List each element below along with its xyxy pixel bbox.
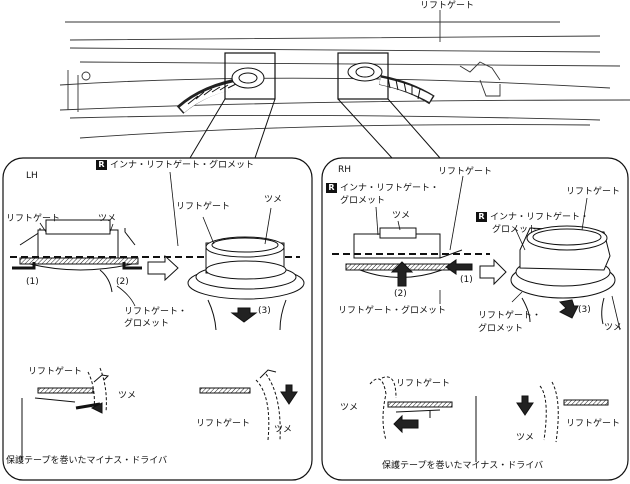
lh-detail-liftgate-label: リフトゲート bbox=[28, 367, 83, 377]
lh-liftgate-left-label: リフトゲート bbox=[6, 214, 61, 224]
rh-driver-label: 保護テープを巻いたマイナス・ドライバ bbox=[382, 461, 544, 471]
rh-step2-label: (2) bbox=[394, 289, 407, 299]
rh-panel-frame bbox=[321, 157, 629, 481]
lh-step1-label: (1) bbox=[26, 277, 39, 287]
rh-right-liftgate-label: リフトゲート bbox=[566, 187, 621, 197]
rh-leaders bbox=[375, 175, 621, 331]
lh-grommet-label-2: グロメット bbox=[124, 319, 170, 329]
rh-step1-label: (1) bbox=[460, 275, 473, 285]
rh-detail2-liftgate-label: リフトゲート bbox=[566, 419, 621, 429]
rh-right-inner-text-1: インナ・リフトゲート・ bbox=[490, 212, 590, 223]
lh-panel-frame bbox=[2, 157, 313, 481]
lh-detail-2 bbox=[199, 369, 298, 441]
zoom-leader-left bbox=[189, 98, 276, 159]
rh-liftgate-top-label: リフトゲート bbox=[438, 167, 493, 177]
liftgate-overview bbox=[59, 10, 630, 139]
rh-right-grommet-label-2: グロメット bbox=[478, 324, 524, 334]
lh-step2-label: (2) bbox=[116, 277, 129, 287]
lh-grommet-3d bbox=[187, 236, 305, 331]
rh-inner-grommet-text-1: インナ・リフトゲート・ bbox=[340, 183, 440, 194]
lh-detail-claw-label: ツメ bbox=[118, 391, 137, 401]
lh-claw-label: ツメ bbox=[98, 214, 117, 224]
rh-right-claw-label: ツメ bbox=[604, 323, 623, 333]
rh-detail-1 bbox=[369, 376, 477, 462]
lh-down-arrow-3 bbox=[230, 307, 258, 323]
zoom-box-right bbox=[337, 52, 389, 100]
lh-r-badge: R bbox=[96, 160, 107, 170]
rh-right-inner-label-2: グロメット bbox=[492, 225, 538, 235]
rh-detail-claw-label: ツメ bbox=[340, 403, 359, 413]
lh-driver-label: 保護テープを巻いたマイナス・ドライバ bbox=[6, 456, 168, 466]
lh-detail-1 bbox=[21, 367, 110, 460]
lh-grommet-label-1: リフトゲート・ bbox=[124, 307, 188, 317]
lh-leaders bbox=[39, 171, 272, 307]
rh-right-grommet-label-1: リフトゲート・ bbox=[478, 311, 542, 321]
lh-step-arrow bbox=[147, 254, 179, 282]
rh-detail2-claw-label: ツメ bbox=[516, 433, 535, 443]
rh-side-label: RH bbox=[338, 165, 352, 175]
rh-claw-label: ツメ bbox=[392, 211, 411, 221]
rh-curved-arrow-3 bbox=[558, 299, 579, 319]
lh-detail2-claw-label: ツメ bbox=[274, 425, 293, 435]
harness-hose-right bbox=[347, 62, 435, 105]
rh-step3-label: (3) bbox=[578, 305, 591, 315]
rh-step-arrow bbox=[479, 258, 507, 286]
rh-grommet-3d bbox=[510, 225, 616, 325]
rh-detail-liftgate-label: リフトゲート bbox=[396, 379, 451, 389]
rh-right-r-badge: R bbox=[476, 212, 487, 222]
lh-side-label: LH bbox=[26, 171, 38, 181]
lh-liftgate-right-label: リフトゲート bbox=[176, 202, 231, 212]
rh-left-arrow-1 bbox=[445, 259, 473, 275]
rh-grommet-inline-label: リフトゲート・グロメット bbox=[338, 306, 447, 316]
zoom-box-left bbox=[224, 52, 276, 100]
lh-inner-grommet-text: インナ・リフトゲート・グロメット bbox=[110, 160, 255, 171]
rh-up-arrow-2 bbox=[390, 261, 414, 287]
rh-r-badge: R bbox=[326, 183, 337, 193]
lh-claw-right-label: ツメ bbox=[264, 195, 283, 205]
rh-detail-2 bbox=[516, 381, 609, 443]
zoom-leader-right bbox=[337, 98, 441, 159]
harness-hose-left bbox=[176, 67, 265, 114]
lh-step3-label: (3) bbox=[258, 306, 271, 316]
rh-inner-grommet-label-2: グロメット bbox=[340, 196, 386, 206]
lh-detail2-liftgate-label: リフトゲート bbox=[196, 419, 251, 429]
top-liftgate-label: リフトゲート bbox=[420, 1, 475, 11]
